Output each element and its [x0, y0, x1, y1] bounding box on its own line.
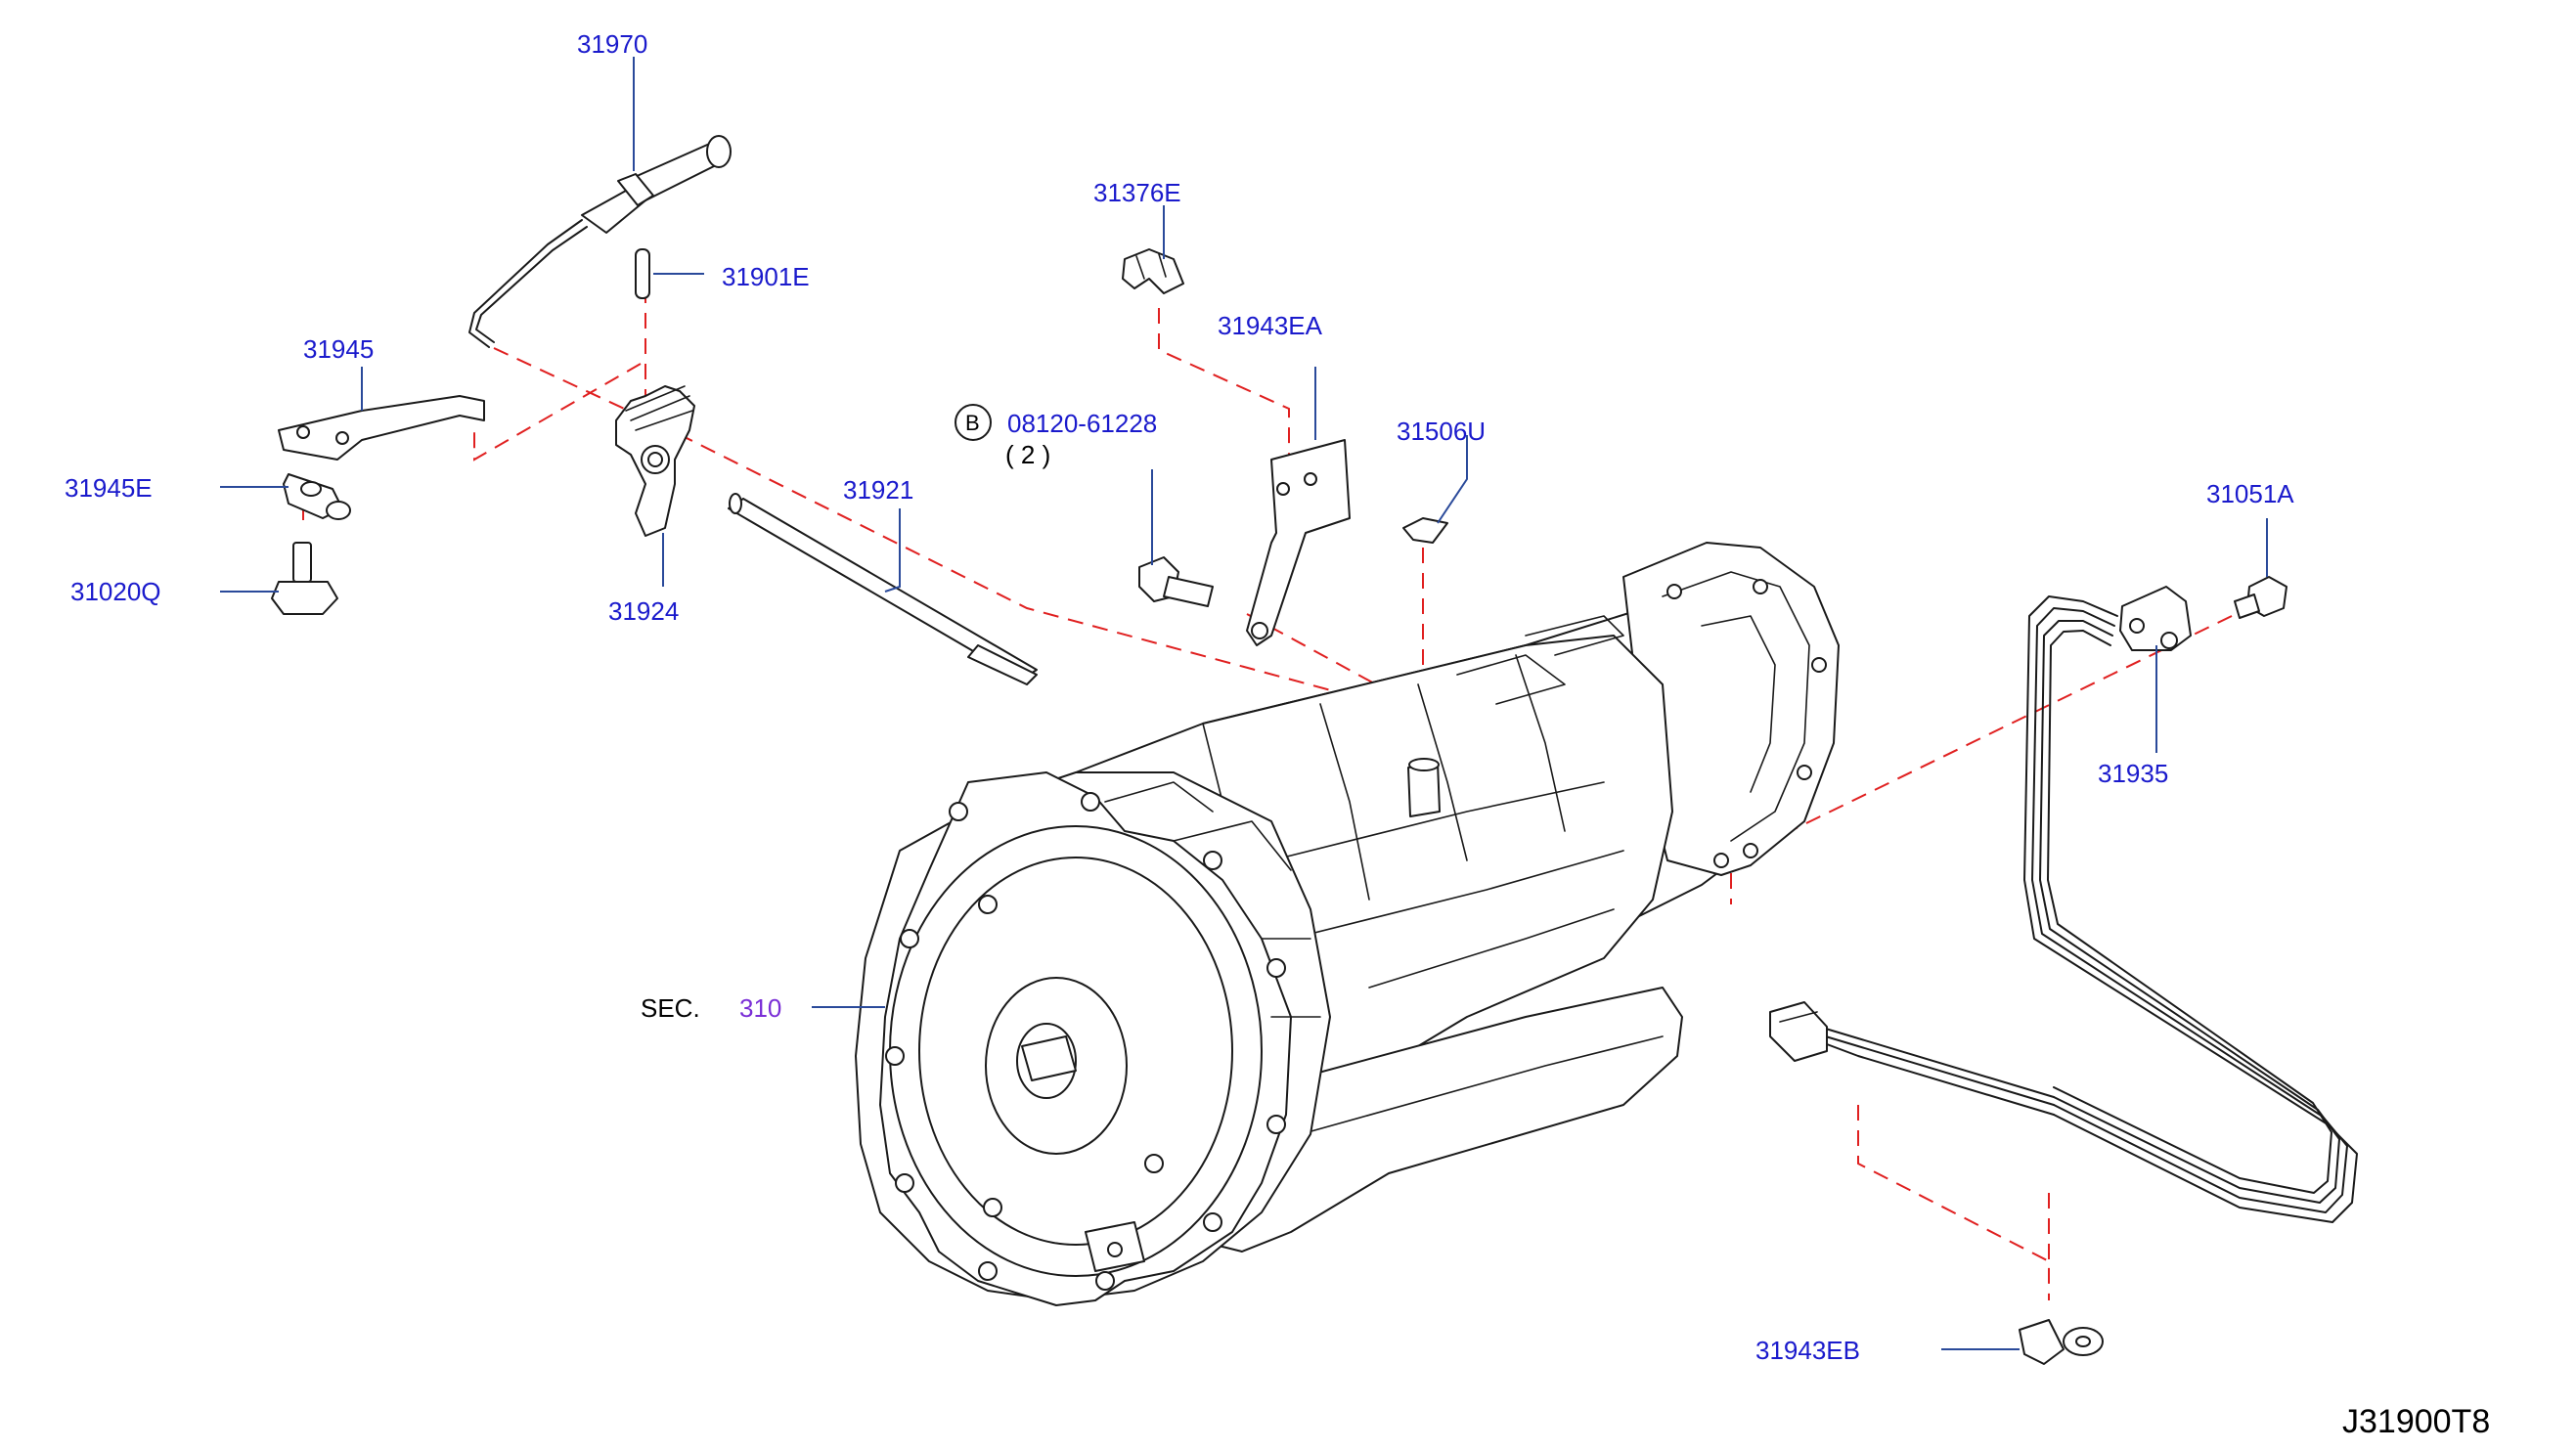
- bracket-31945: [278, 395, 485, 461]
- label-31901E: 31901E: [722, 262, 810, 291]
- label-31020Q: 31020Q: [70, 577, 161, 606]
- pin-31901E: [635, 248, 650, 299]
- leader-lines: [220, 57, 2268, 1350]
- label-31945E: 31945E: [65, 473, 153, 503]
- label-31970: 31970: [577, 29, 647, 59]
- transmission-assembly: [855, 542, 1840, 1306]
- harness-31935: [1769, 586, 2358, 1223]
- detent-plate-31924: [615, 385, 695, 537]
- bracket-31943EA: [1246, 439, 1351, 646]
- seal-31506U: [1402, 517, 1448, 544]
- plate-31945E: [283, 473, 351, 520]
- diagram-code: J31900T8: [2342, 1403, 2490, 1440]
- clip-31943EB: [2019, 1319, 2104, 1365]
- badge-letter: B: [965, 411, 980, 435]
- section-number: 310: [739, 993, 781, 1023]
- cable-31970: [468, 135, 732, 348]
- label-31051A: 31051A: [2206, 479, 2294, 508]
- label-31945: 31945: [303, 334, 374, 364]
- label-08120-61228: 08120-61228: [1007, 409, 1157, 438]
- bolt-08120-61228: [1138, 556, 1214, 607]
- section-prefix: SEC.: [641, 993, 700, 1023]
- badge-circle: [955, 404, 992, 441]
- label-31924: 31924: [608, 596, 679, 626]
- label-31506U: 31506U: [1397, 417, 1486, 446]
- bolt-31020Q: [271, 542, 338, 615]
- label-31935: 31935: [2098, 759, 2168, 788]
- shaft-31921: [728, 493, 1038, 685]
- label-31943EA: 31943EA: [1218, 311, 1323, 340]
- bolt-badge: B ( 2 ): [955, 404, 1050, 469]
- label-31376E: 31376E: [1093, 178, 1181, 207]
- label-31943EB: 31943EB: [1755, 1336, 1860, 1365]
- label-31921: 31921: [843, 475, 913, 505]
- clip-31376E: [1122, 248, 1184, 294]
- badge-quantity: ( 2 ): [1005, 440, 1050, 469]
- bolt-31051A: [2234, 576, 2287, 619]
